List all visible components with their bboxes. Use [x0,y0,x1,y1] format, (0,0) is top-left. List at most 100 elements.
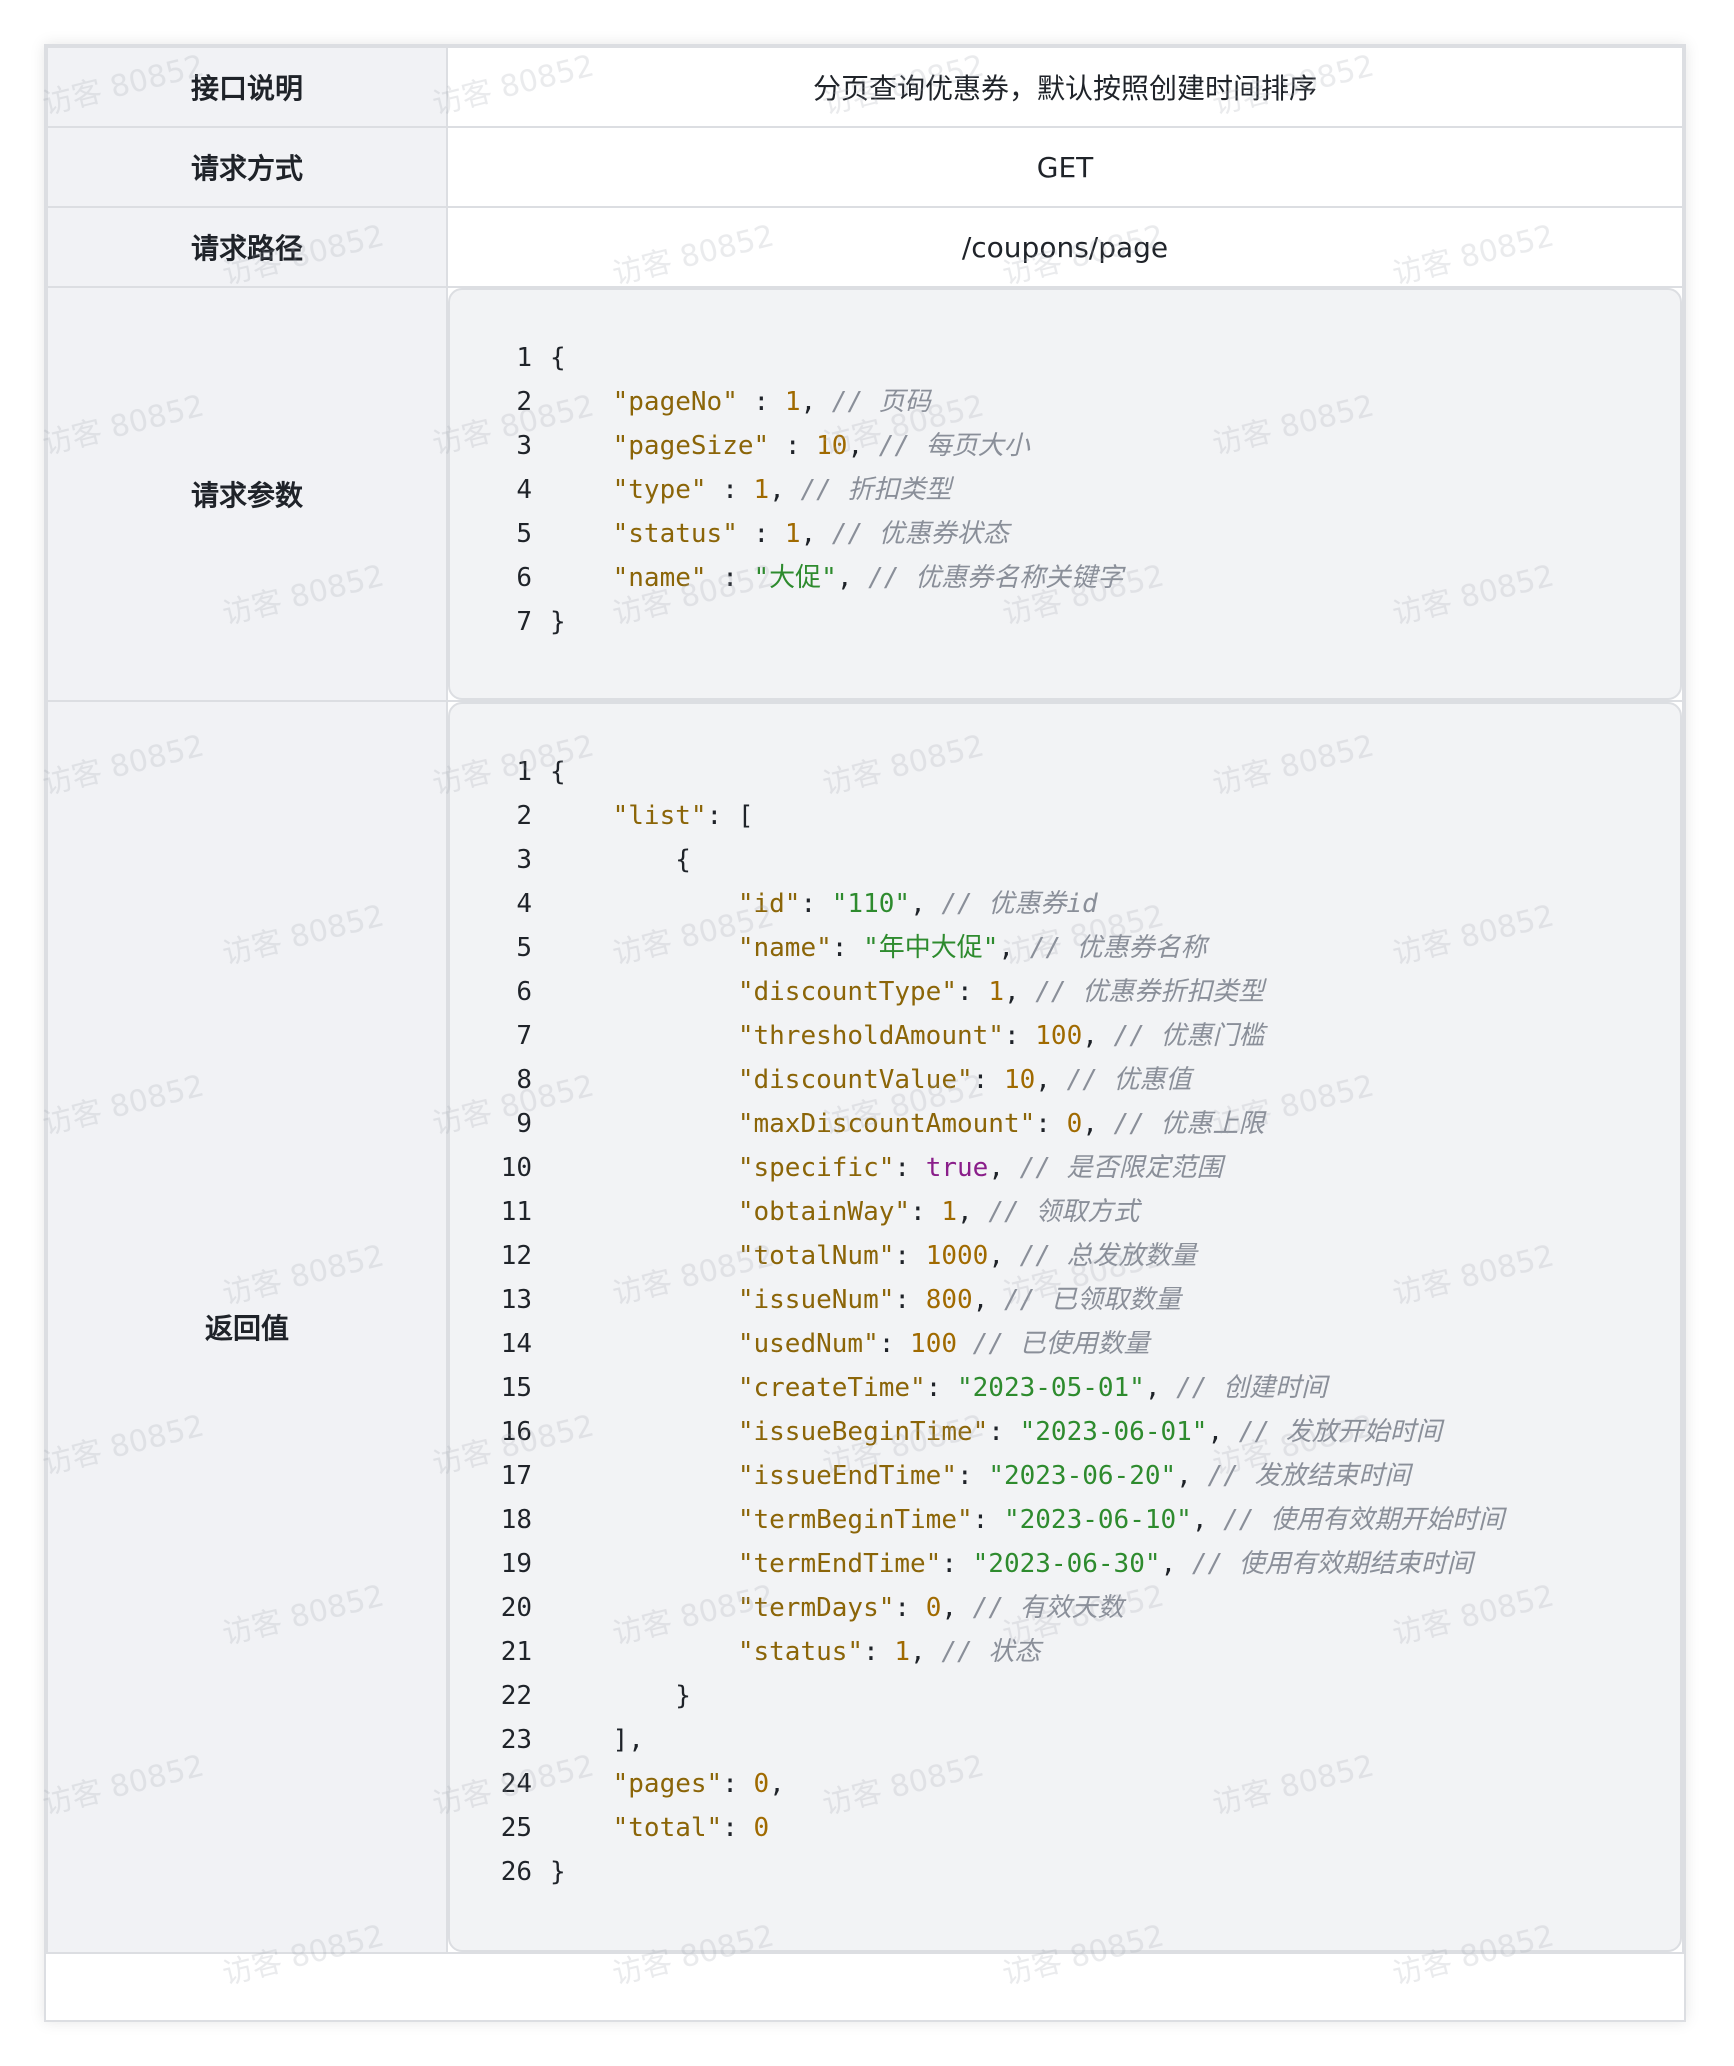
code-text: { [550,750,566,794]
line-number: 7 [516,1021,532,1051]
code-line: 10 "specific": true, // 是否限定范围 [450,1146,1680,1190]
code-line: 12 "totalNum": 1000, // 总发放数量 [450,1234,1680,1278]
code-token: "name" [612,563,707,593]
code-token: 10 [816,431,848,461]
code-text: "createTime": "2023-05-01", // 创建时间 [550,1366,1327,1410]
code-token [550,1769,613,1799]
code-text: "status" : 1, // 优惠券状态 [550,512,1009,556]
code-line: 9 "maxDiscountAmount": 0, // 优惠上限 [450,1102,1680,1146]
code-token: 100 [910,1329,958,1359]
code-token [550,1637,738,1667]
code-line: 19 "termEndTime": "2023-06-30", // 使用有效期… [450,1542,1680,1586]
code-token: "termDays" [737,1593,895,1623]
code-token: // 优惠券状态 [831,519,1009,549]
code-line: 7} [450,600,1680,644]
line-number: 1 [516,757,532,787]
code-token: // 优惠券名称关键字 [868,563,1124,593]
code-token: : [722,1769,754,1799]
line-number: 22 [500,1681,532,1711]
value-path: /coupons/page [446,206,1684,288]
code-token [550,563,613,593]
code-token [550,1329,738,1359]
code-token [550,933,738,963]
code-token: : [988,1417,1020,1447]
code-text: "maxDiscountAmount": 0, // 优惠上限 [550,1102,1265,1146]
code-text: "discountType": 1, // 优惠券折扣类型 [550,970,1264,1014]
code-token: "discountType" [737,977,957,1007]
code-text: "totalNum": 1000, // 总发放数量 [550,1234,1197,1278]
line-number: 7 [516,607,532,637]
line-number: 12 [500,1241,532,1271]
code-token [550,431,613,461]
code-token: "type" [612,475,707,505]
code-line: 20 "termDays": 0, // 有效天数 [450,1586,1680,1630]
code-token: "name" [737,933,832,963]
code-token: "年中大促" [863,933,999,963]
code-token: // 使用有效期开始时间 [1223,1505,1505,1535]
code-token: , [941,1593,973,1623]
code-token: "discountValue" [737,1065,973,1095]
code-text: { [550,838,691,882]
code-token: : [894,1593,926,1623]
code-token: "total" [612,1813,723,1843]
code-token: , [1144,1373,1177,1403]
code-token: ], [550,1725,644,1755]
code-line: 23 ], [450,1718,1680,1762]
code-token: // 页码 [831,387,931,417]
code-token: "大促" [753,563,837,593]
api-doc-table: 接口说明 分页查询优惠券，默认按照创建时间排序 请求方式 GET 请求路径 /c… [46,46,1684,1954]
code-token: : [722,1813,754,1843]
code-token: , [1207,1417,1239,1447]
code-token: : [957,1461,989,1491]
code-token: "2023-06-30" [972,1549,1161,1579]
code-text: { [550,336,566,380]
code-text: "obtainWay": 1, // 领取方式 [550,1190,1139,1234]
code-token: : [878,1329,911,1359]
code-token: // 状态 [941,1637,1041,1667]
code-token: "status" [737,1637,864,1667]
code-token: // 优惠值 [1066,1065,1192,1095]
code-token: { [550,343,566,373]
code-line: 16 "issueBeginTime": "2023-06-01", // 发放… [450,1410,1680,1454]
label-params: 请求参数 [46,286,448,702]
line-number: 2 [516,801,532,831]
code-token: 0 [1066,1109,1083,1139]
code-line: 26} [450,1850,1680,1894]
code-token: : [706,475,754,505]
code-token [550,1813,613,1843]
line-number: 3 [516,431,532,461]
code-text: "issueBeginTime": "2023-06-01", // 发放开始时… [550,1410,1442,1454]
code-token: "termEndTime" [737,1549,942,1579]
code-token: "issueEndTime" [737,1461,957,1491]
code-token: , [1191,1505,1224,1535]
code-token: "thresholdAmount" [737,1021,1004,1051]
code-text: "pageNo" : 1, // 页码 [550,380,931,424]
line-number: 10 [500,1153,532,1183]
code-token: "obtainWay" [737,1197,911,1227]
code-line: 15 "createTime": "2023-05-01", // 创建时间 [450,1366,1680,1410]
line-number: 20 [500,1593,532,1623]
code-line: 3 { [450,838,1680,882]
code-token: : [910,1197,942,1227]
code-line: 6 "discountType": 1, // 优惠券折扣类型 [450,970,1680,1014]
code-token [550,1021,738,1051]
code-line: 7 "thresholdAmount": 100, // 优惠门槛 [450,1014,1680,1058]
line-number: 13 [500,1285,532,1315]
code-token: // 发放结束时间 [1207,1461,1411,1491]
code-token: 1 [753,475,770,505]
code-line: 25 "total": 0 [450,1806,1680,1850]
line-number: 4 [516,475,532,505]
code-token: 0 [753,1769,770,1799]
line-number: 4 [516,889,532,919]
code-token: : [972,1065,1004,1095]
code-text: "id": "110", // 优惠券id [550,882,1098,926]
code-token: 1000 [925,1241,989,1271]
code-token: : [925,1373,957,1403]
code-token [550,1461,738,1491]
code-token: "totalNum" [737,1241,895,1271]
code-token: "status" [612,519,738,549]
code-token: 1 [784,519,801,549]
code-token: 10 [1003,1065,1036,1095]
